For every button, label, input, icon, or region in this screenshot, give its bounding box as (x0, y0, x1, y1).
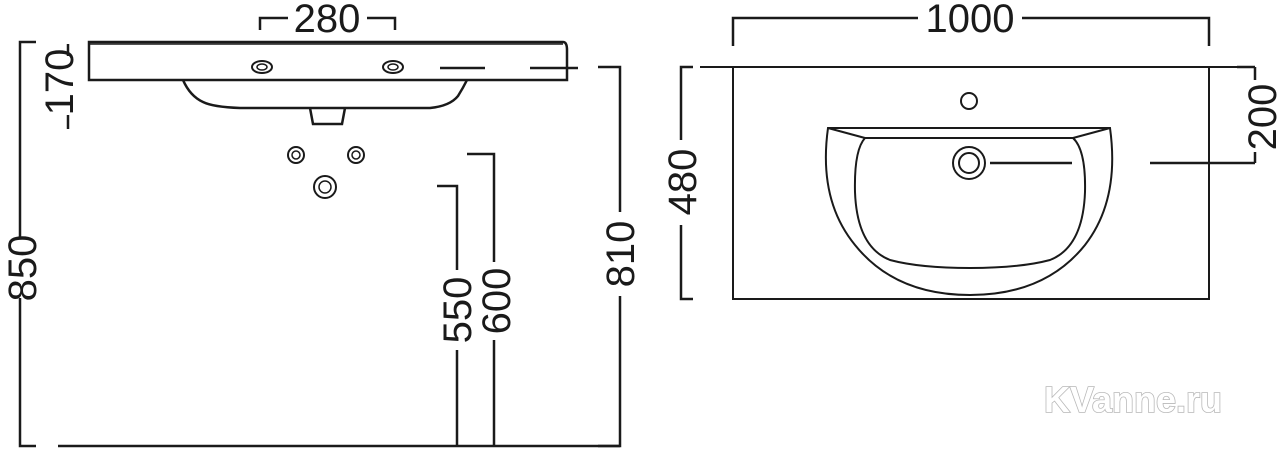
dim-600-label: 600 (475, 268, 519, 335)
dim-200: 200 (1237, 65, 1277, 163)
dim-600: 600 (467, 152, 519, 446)
tap-hole-right (382, 60, 404, 74)
bowl-inner (853, 137, 1087, 270)
dim-280-label: 280 (294, 0, 361, 41)
drain-stub (308, 107, 347, 126)
bowl-outer (824, 127, 1114, 297)
dim-280: 280 (258, 0, 397, 41)
bowl-profile (181, 79, 469, 110)
dim-1000: 1000 (731, 0, 1211, 46)
countertop-outline (732, 66, 1210, 300)
drain-hole (952, 146, 986, 180)
dim-810: 810 (598, 65, 643, 448)
dim-810-label: 810 (599, 221, 643, 288)
dim-480: 480 (661, 65, 705, 301)
wall-drain (313, 175, 337, 199)
dim-850: 850 (1, 40, 45, 448)
top-view: 1000 480 200 (661, 0, 1277, 301)
dim-480-label: 480 (661, 149, 705, 216)
dim-550-label: 550 (436, 277, 480, 344)
bowl-rim-right (1072, 127, 1111, 139)
faucet-hole (960, 92, 978, 110)
dim-550: 550 (436, 184, 480, 446)
watermark-logo: KVanne.ru (1044, 379, 1222, 420)
dim-200-label: 200 (1241, 84, 1277, 151)
dim-170-label: 170 (38, 49, 82, 116)
wall-supply-left (287, 146, 305, 164)
tap-hole-left (251, 60, 273, 74)
wall-supply-right (347, 146, 365, 164)
dim-170: 170 (38, 44, 82, 129)
sink-slab-outline (87, 40, 569, 82)
dim-850-label: 850 (1, 235, 45, 302)
dim-1000-label: 1000 (926, 0, 1015, 41)
bowl-rim-left (827, 127, 866, 139)
side-view: 280 170 850 550 600 (1, 0, 643, 448)
